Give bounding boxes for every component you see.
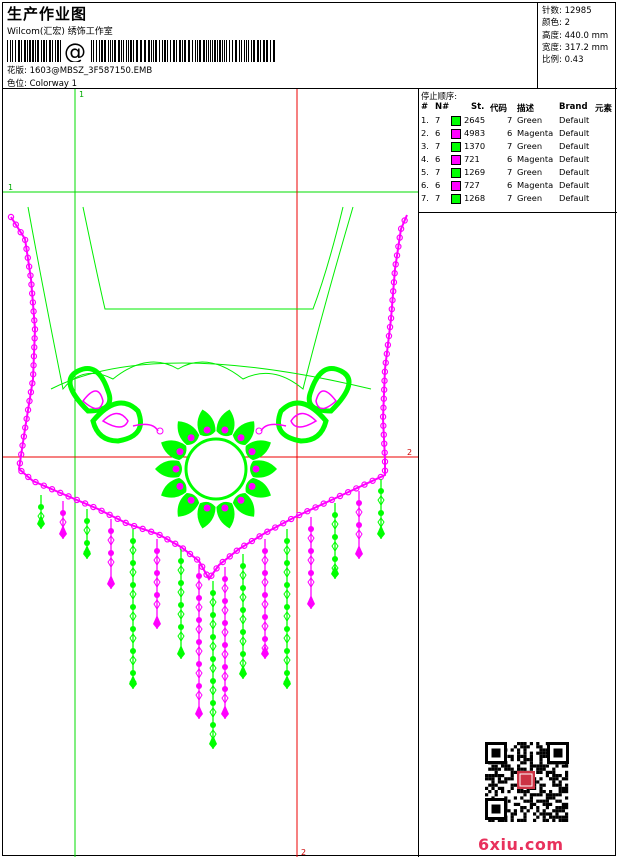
row-desc: Green (517, 193, 543, 203)
guide-label-h1: 1 (8, 183, 13, 192)
row-desc: Green (517, 141, 543, 151)
design-width: 宽度: 317.2 mm (542, 42, 609, 53)
row-needle: 6 (435, 180, 441, 190)
row-needle: 7 (435, 115, 441, 125)
row-index: 2. (421, 128, 429, 138)
row-stitches: 721 (464, 154, 480, 164)
row-code: 7 (507, 115, 513, 125)
row-stitches: 1370 (464, 141, 486, 151)
row-stitches: 1269 (464, 167, 486, 177)
row-stitches: 1268 (464, 193, 486, 203)
row-brand: Default (559, 141, 590, 151)
row-code: 6 (507, 180, 513, 190)
studio-name: Wilcom(汇宏) 绣饰工作室 (7, 27, 113, 37)
color-swatch (451, 129, 461, 139)
col-header-needle: N# (435, 102, 450, 112)
row-code: 7 (507, 193, 513, 203)
scale-value: 比例: 0.43 (542, 55, 584, 66)
color-swatch (451, 181, 461, 191)
row-desc: Magenta (517, 154, 554, 164)
row-index: 3. (421, 141, 429, 151)
row-brand: Default (559, 154, 590, 164)
row-index: 7. (421, 193, 429, 203)
row-needle: 6 (435, 128, 441, 138)
row-needle: 6 (435, 154, 441, 164)
guide-label-h2: 2 (407, 448, 412, 457)
stop-row: 1. 7 2645 7 Green Default (421, 115, 617, 128)
file-name: 花版: 1603@MBSZ_3F587150.EMB (7, 66, 153, 76)
colorway-label: 色位: Colorway 1 (7, 79, 78, 89)
row-index: 1. (421, 115, 429, 125)
row-brand: Default (559, 193, 590, 203)
color-swatch (451, 194, 461, 204)
col-header-code: 代码 (490, 104, 508, 114)
garment-outline (27, 206, 372, 391)
svg-text:@: @ (64, 40, 86, 62)
col-header-brand: Brand (559, 102, 588, 112)
row-stitches: 4983 (464, 128, 486, 138)
page-title: 生产作业图 (7, 5, 88, 23)
stop-row: 7. 7 1268 7 Green Default (421, 193, 617, 206)
row-brand: Default (559, 128, 590, 138)
stop-row: 3. 7 1370 7 Green Default (421, 141, 617, 154)
row-desc: Green (517, 115, 543, 125)
row-needle: 7 (435, 141, 441, 151)
row-code: 7 (507, 141, 513, 151)
stitch-count: 针数: 12985 (542, 6, 592, 16)
butterfly-motifs (67, 366, 352, 444)
embroidery-design: 1 1 2 2 (3, 89, 418, 857)
qr-code (485, 742, 569, 822)
row-desc: Magenta (517, 180, 554, 190)
row-desc: Green (517, 167, 543, 177)
row-brand: Default (559, 115, 590, 125)
guide-label-v2: 2 (301, 848, 306, 857)
design-area: 1 1 2 2 (3, 89, 419, 857)
row-index: 4. (421, 154, 429, 164)
color-swatch (451, 116, 461, 126)
row-index: 6. (421, 180, 429, 190)
col-header-stitches: St. (471, 102, 485, 112)
stop-row: 2. 6 4983 6 Magenta Default (421, 128, 617, 141)
row-desc: Magenta (517, 128, 554, 138)
row-stitches: 727 (464, 180, 480, 190)
col-header-index: # (421, 102, 429, 112)
row-needle: 7 (435, 167, 441, 177)
row-brand: Default (559, 180, 590, 190)
stop-row: 4. 6 721 6 Magenta Default (421, 154, 617, 167)
barcode: @ (7, 40, 275, 62)
header-info: 生产作业图 Wilcom(汇宏) 绣饰工作室 @ 花版: 1603@MBSZ_3… (3, 3, 538, 89)
color-swatch (451, 142, 461, 152)
row-index: 5. (421, 167, 429, 177)
watermark-logo: 6xiu.com (478, 835, 564, 854)
center-medallion (155, 409, 277, 529)
stop-row: 6. 6 727 6 Magenta Default (421, 180, 617, 193)
table-header: # N# St. 代码 描述 Brand 元素 (421, 102, 617, 114)
row-code: 6 (507, 154, 513, 164)
stop-row: 5. 7 1269 7 Green Default (421, 167, 617, 180)
guide-label-v1: 1 (79, 90, 84, 99)
stats-panel: 针数: 12985 颜色: 2 高度: 440.0 mm 宽度: 317.2 m… (538, 3, 617, 89)
design-height: 高度: 440.0 mm (542, 30, 609, 41)
col-header-desc: 描述 (517, 104, 535, 114)
tassel-fringe (37, 479, 385, 749)
color-swatch (451, 155, 461, 165)
row-stitches: 2645 (464, 115, 486, 125)
row-code: 6 (507, 128, 513, 138)
color-swatch (451, 168, 461, 178)
stop-sequence-title: 停止顺序: (421, 91, 457, 101)
col-header-element: 元素 (595, 104, 613, 114)
row-needle: 7 (435, 193, 441, 203)
color-count: 颜色: 2 (542, 18, 570, 29)
row-code: 7 (507, 167, 513, 177)
row-brand: Default (559, 167, 590, 177)
